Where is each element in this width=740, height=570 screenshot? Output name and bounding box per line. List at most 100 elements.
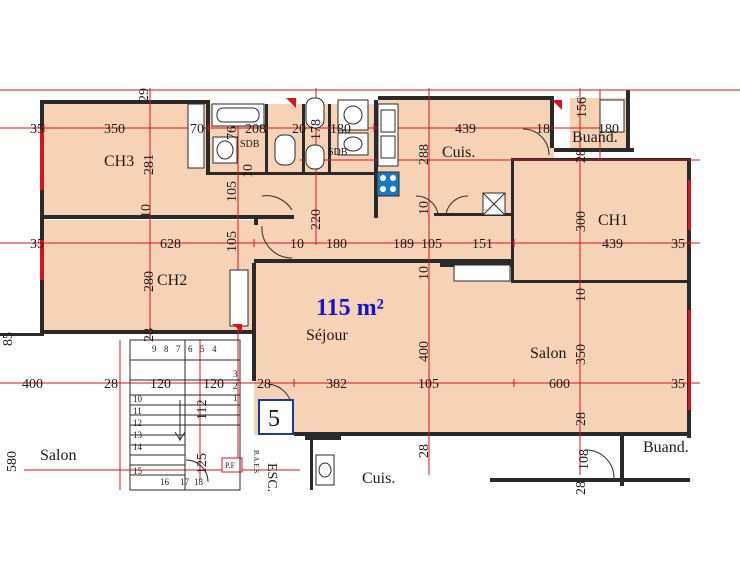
- stair-step-16: 16: [160, 477, 170, 487]
- room-ch2-fill: [44, 220, 254, 330]
- dim-105-a: 105: [225, 181, 240, 202]
- room-label-baes: B.A.E.S.: [252, 450, 260, 475]
- dim-10-b: 10: [139, 204, 154, 218]
- toilet-icon: [274, 134, 296, 166]
- area-label: 115 m²: [316, 295, 384, 321]
- dim-120-b: 120: [203, 377, 224, 392]
- washer-icon: [599, 99, 625, 133]
- room-label-ch3: CH3: [104, 153, 134, 170]
- dim-400-a: 400: [417, 341, 432, 362]
- corridor-mid-fill: [254, 215, 514, 261]
- room-label-salon-left: Salon: [40, 447, 76, 464]
- dim-70: 70: [190, 122, 204, 137]
- dim-580: 580: [5, 451, 20, 472]
- dim-35-b: 35: [30, 237, 44, 252]
- dim-85: 85: [1, 332, 16, 346]
- dim-281: 281: [142, 154, 157, 175]
- toilet-icon-2: [305, 97, 325, 129]
- dim-208: 208: [245, 122, 266, 137]
- stair-step-8: 8: [164, 344, 169, 354]
- room-ch3-fill: [44, 104, 209, 216]
- corridor-fill: [209, 172, 374, 218]
- dim-628: 628: [160, 237, 181, 252]
- dim-300: 300: [574, 211, 589, 232]
- stair-step-11: 11: [133, 406, 142, 416]
- dim-10-d: 10: [290, 237, 304, 252]
- stair-step-18: 18: [194, 477, 204, 487]
- dim-178: 178: [309, 119, 324, 140]
- panel-icon: [221, 457, 243, 473]
- room-label-sejour: Séjour: [306, 327, 348, 344]
- stair-step-14: 14: [133, 442, 143, 452]
- dim-76: 76: [225, 126, 240, 140]
- stair-step-13: 13: [133, 430, 143, 440]
- dim-156: 156: [575, 97, 590, 118]
- room-sejour-fill: [254, 263, 690, 435]
- dim-28-e: 28: [574, 412, 589, 426]
- walls: [0, 90, 691, 490]
- dim-439-b: 439: [602, 237, 623, 252]
- door-swings: [185, 128, 615, 483]
- room-label-ch1: CH1: [598, 212, 628, 229]
- room-label-buand: Buand.: [572, 129, 618, 146]
- toilet-icon-3: [305, 144, 325, 170]
- stair-step-2: 2: [233, 381, 238, 391]
- dim-180-b: 180: [598, 122, 619, 137]
- room-label-esc: ESC.: [264, 463, 279, 492]
- dim-18: 18: [536, 122, 550, 137]
- dim-20: 20: [292, 122, 306, 137]
- dim-600: 600: [549, 377, 570, 392]
- stair-step-17: 17: [180, 477, 190, 487]
- dim-220: 220: [309, 209, 324, 230]
- stair-step-1: 1: [233, 393, 238, 403]
- dim-350-b: 350: [574, 344, 589, 365]
- dim-151: 151: [472, 237, 493, 252]
- stair-step-6: 6: [188, 344, 193, 354]
- dim-439-a: 439: [455, 122, 476, 137]
- dim-288: 288: [417, 144, 432, 165]
- dim-180-c: 180: [326, 237, 347, 252]
- unit-badge: 5: [258, 399, 294, 435]
- room-label-salon: Salon: [530, 345, 566, 362]
- stair-step-9: 9: [152, 344, 157, 354]
- dim-35-d: 35: [671, 377, 685, 392]
- room-label-cuis: Cuis.: [442, 144, 475, 161]
- dim-108: 108: [577, 449, 592, 470]
- stair-step-7: 7: [176, 344, 181, 354]
- dim-28-f: 28: [417, 444, 432, 458]
- closet-icon-3: [453, 264, 511, 282]
- dim-112: 112: [195, 400, 210, 420]
- dim-28-a: 28: [574, 149, 589, 163]
- dim-28-g: 28: [574, 481, 589, 495]
- closet-icon-2: [229, 269, 249, 327]
- staircase: 9 8 7 6 5 4 3 2 1 10 11 12 13 14 15 16 1…: [129, 339, 241, 491]
- room-label-pf: P.F: [225, 461, 236, 470]
- closet-icon: [187, 103, 205, 169]
- dim-105-d: 105: [418, 377, 439, 392]
- dim-105-c: 105: [421, 237, 442, 252]
- room-ch1-fill: [514, 160, 690, 280]
- dim-35-c: 35: [671, 237, 685, 252]
- dim-105-b: 105: [225, 231, 240, 252]
- dim-28-d: 28: [257, 377, 271, 392]
- dim-120-a: 120: [150, 377, 171, 392]
- stair-step-12: 12: [133, 418, 142, 428]
- dim-28-c: 28: [104, 377, 118, 392]
- unit-number: 5: [268, 406, 280, 432]
- stair-step-10: 10: [133, 394, 143, 404]
- dim-10-a: 10: [241, 164, 256, 178]
- dim-28-b: 28: [142, 328, 157, 342]
- dim-35-a: 35: [30, 122, 44, 137]
- stair-step-3: 3: [233, 369, 238, 379]
- dim-350-a: 350: [104, 122, 125, 137]
- dim-189: 189: [393, 237, 414, 252]
- stair-step-5: 5: [200, 344, 205, 354]
- dim-382: 382: [326, 377, 347, 392]
- room-label-sdb-2: SDB: [328, 147, 348, 158]
- dim-125: 125: [195, 453, 210, 474]
- stair-step-4: 4: [212, 344, 217, 354]
- stove-icon: [376, 171, 400, 197]
- room-label-ch2: CH2: [157, 272, 187, 289]
- dim-29: 29: [137, 88, 152, 102]
